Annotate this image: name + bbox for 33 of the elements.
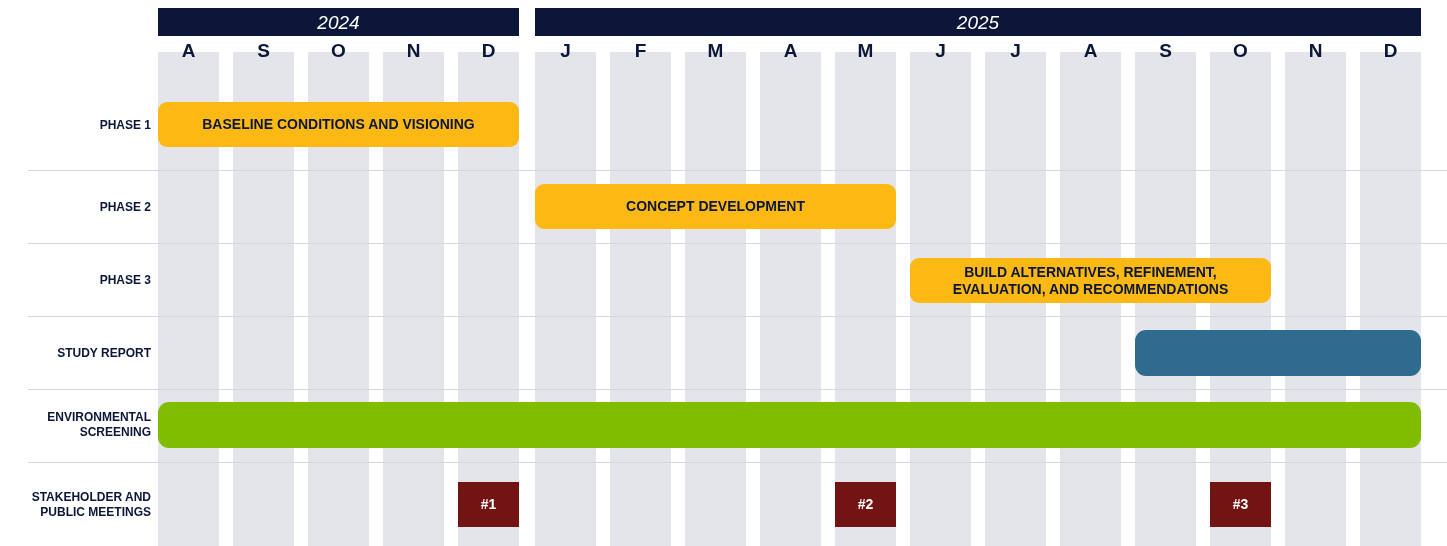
screening-bar — [158, 402, 1421, 448]
month-label: S — [256, 40, 271, 62]
row-label: STAKEHOLDER AND PUBLIC MEETINGS — [30, 490, 151, 520]
report-bar — [1135, 330, 1421, 376]
phase-bar: CONCEPT DEVELOPMENT — [535, 184, 896, 229]
row-label: PHASE 2 — [99, 199, 151, 215]
month-label: M — [706, 40, 725, 62]
month-label: O — [1232, 40, 1249, 62]
row-label: PHASE 3 — [99, 272, 151, 288]
month-label: A — [782, 40, 799, 62]
month-label: N — [405, 40, 422, 62]
row-label: PHASE 1 — [99, 117, 151, 133]
row-label: STUDY REPORT — [57, 345, 151, 361]
meeting-marker: #2 — [835, 482, 896, 527]
month-label: A — [1082, 40, 1099, 62]
month-label: J — [934, 40, 947, 62]
meeting-marker: #1 — [458, 482, 519, 527]
month-label: D — [1382, 40, 1399, 62]
phase-bar: BASELINE CONDITIONS AND VISIONING — [158, 102, 519, 147]
row-label: ENVIRONMENTAL SCREENING — [46, 410, 151, 440]
month-label: O — [330, 40, 347, 62]
month-label: N — [1307, 40, 1324, 62]
month-label: F — [633, 40, 648, 62]
month-label: S — [1158, 40, 1173, 62]
year-header: 2025 — [535, 8, 1421, 36]
meeting-marker: #3 — [1210, 482, 1271, 527]
phase-bar: BUILD ALTERNATIVES, REFINEMENT, EVALUATION, AND RECOMMENDATIONS — [910, 258, 1271, 303]
month-label: D — [480, 40, 497, 62]
month-label: J — [559, 40, 572, 62]
year-header: 2024 — [158, 8, 519, 36]
month-label: M — [856, 40, 875, 62]
month-label: J — [1009, 40, 1022, 62]
month-label: A — [180, 40, 197, 62]
